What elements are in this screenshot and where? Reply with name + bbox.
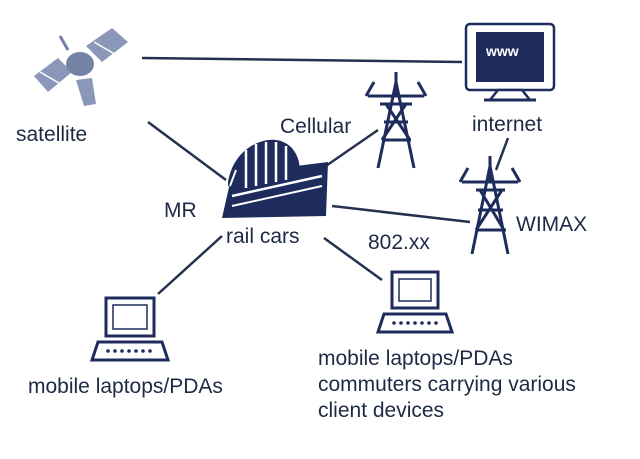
internet-label: internet <box>472 113 543 136</box>
mr-label: MR <box>164 199 197 222</box>
wimax-tower-icon <box>458 156 522 255</box>
cellular-label: Cellular <box>280 115 352 138</box>
www-screen-text: www <box>486 43 519 59</box>
link-80211-label: 802.xx <box>368 231 430 254</box>
link-rail-laptop-right <box>323 236 383 282</box>
link-wimax-internet <box>494 137 510 171</box>
connections <box>141 56 510 295</box>
laptop-left-label: mobile laptops/PDAs <box>28 375 223 398</box>
caption-line: mobile laptops/PDAs <box>318 347 513 370</box>
cell-tower-icon <box>364 72 428 169</box>
wimax-label: WIMAX <box>516 213 588 236</box>
train-icon <box>222 139 328 218</box>
link-rail-wimax <box>331 204 471 224</box>
link-satellite-internet <box>141 56 463 64</box>
laptop-right-caption: mobile laptops/PDAs commuters carrying v… <box>318 346 576 424</box>
caption-line: commuters carrying various <box>318 373 576 396</box>
monitor-icon <box>464 22 556 102</box>
laptop-icon <box>89 296 171 362</box>
caption-line: client devices <box>318 399 445 422</box>
link-rail-laptop-left <box>157 235 223 295</box>
laptop-icon <box>375 270 455 334</box>
satellite-label: satellite <box>16 123 88 146</box>
link-satellite-rail <box>147 120 227 182</box>
link-rail-cellular <box>319 128 379 172</box>
rail-cars-label: rail cars <box>226 225 300 248</box>
satellite-icon <box>34 28 128 106</box>
